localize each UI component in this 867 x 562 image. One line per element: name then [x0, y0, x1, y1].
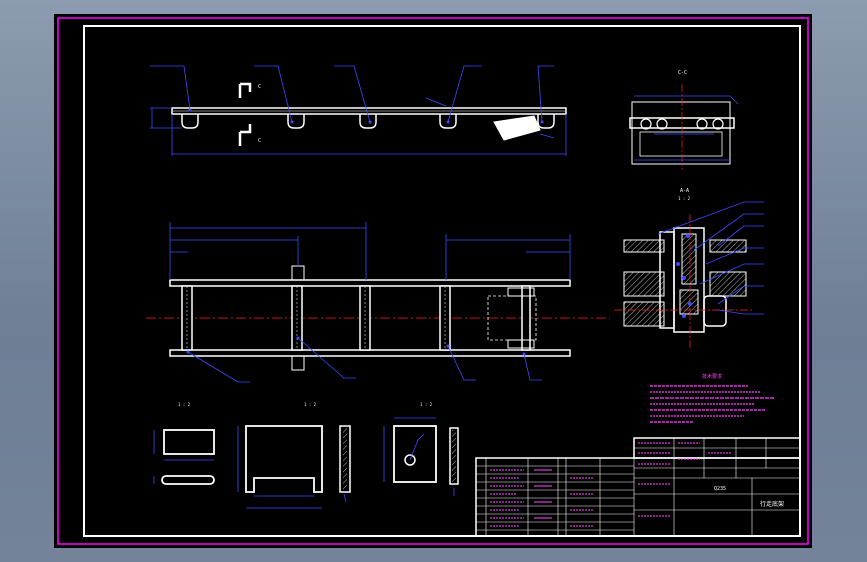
inner-frame [83, 25, 801, 537]
section-a-a-label: A-A [680, 188, 689, 194]
section-c-label-top: C [258, 84, 261, 90]
title-block-material: Q235 [714, 486, 726, 492]
section-c-c-view: C-C [629, 70, 739, 170]
plan-view [146, 222, 610, 383]
detail-bracket: 1 : 2 [383, 402, 459, 496]
detail-channel: 1 : 2 [237, 402, 351, 509]
section-a-a-scale: 1 : 2 [678, 196, 691, 201]
drawing-sheet: C C C-C [54, 14, 812, 548]
outer-border [57, 17, 809, 545]
section-c-label-bottom: C [258, 138, 261, 144]
side-elevation-view: C C [150, 65, 567, 156]
section-c-c-label: C-C [678, 70, 687, 76]
title-block: 行走底架 Q235 [475, 437, 801, 537]
tech-req-title: 技术要求 [702, 373, 722, 380]
title-block-name: 行走底架 [760, 500, 784, 508]
detail-channel-scale: 1 : 2 [304, 402, 317, 407]
technical-requirements: 技术要求 [650, 373, 774, 423]
detail-bracket-scale: 1 : 2 [420, 402, 433, 407]
detail-plate-scale: 1 : 2 [178, 402, 191, 407]
section-a-a-view: A-A 1 : 2 [614, 188, 764, 348]
cad-drawing: C C C-C [57, 17, 809, 545]
detail-plate: 1 : 2 [153, 402, 215, 485]
part-details: 1 : 2 1 : 2 1 : 2 [153, 402, 459, 509]
